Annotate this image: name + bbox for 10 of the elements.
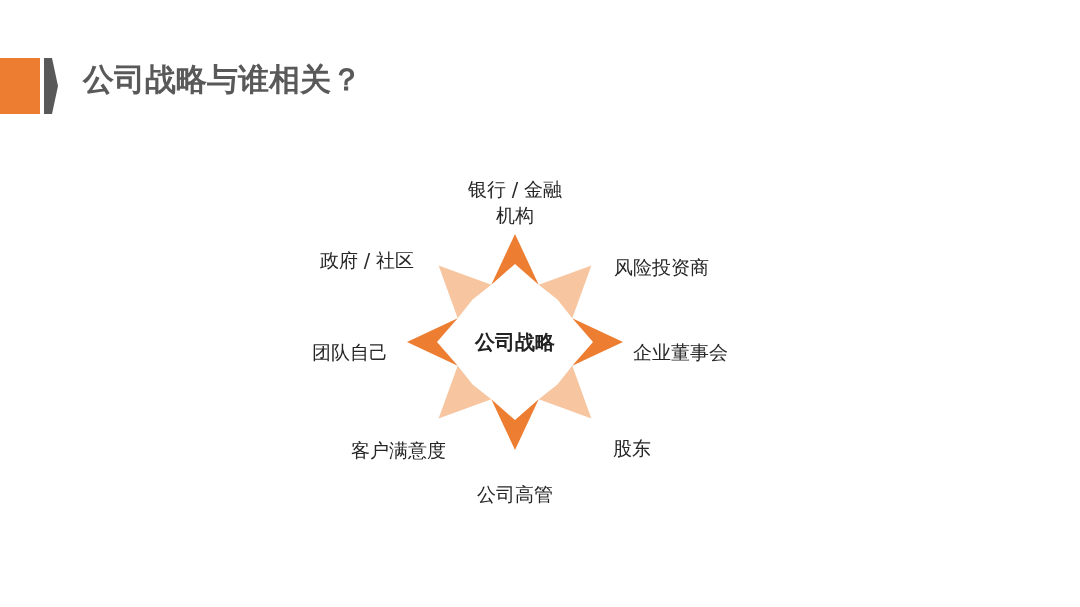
stakeholder-label: 企业董事会: [632, 340, 728, 365]
stakeholder-label: 银行 / 金融机构: [466, 177, 564, 228]
stakeholder-label: 公司高管: [477, 482, 553, 507]
stakeholder-label: 客户满意度: [350, 438, 446, 463]
stakeholder-label: 政府 / 社区: [319, 248, 415, 273]
stakeholder-label: 风险投资商: [613, 255, 709, 280]
title: 公司战略与谁相关？: [83, 60, 362, 99]
stakeholder-label: 股东: [613, 436, 651, 461]
center-label: 公司战略: [475, 328, 555, 356]
stakeholder-label: 团队自己: [312, 340, 388, 365]
